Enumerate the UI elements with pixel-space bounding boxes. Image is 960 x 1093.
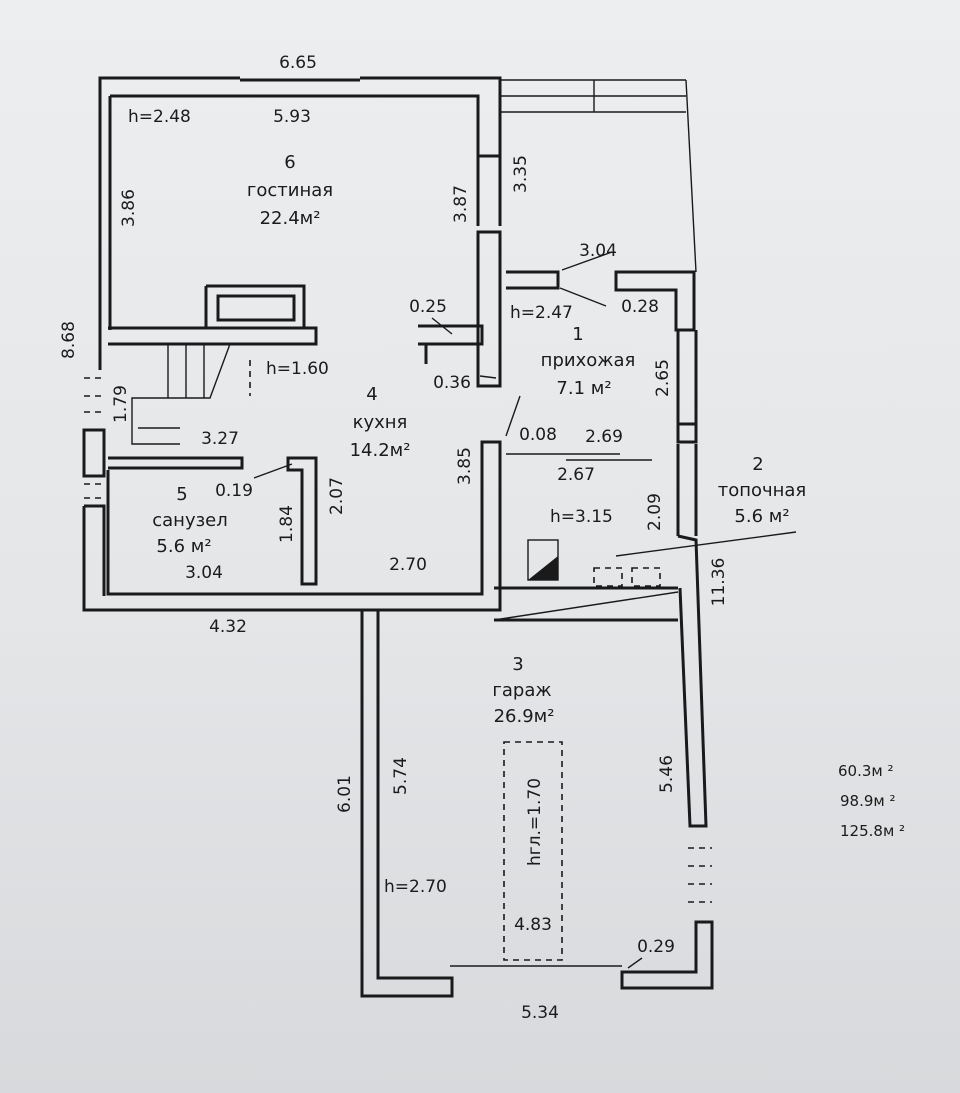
boiler-name: топочная [718, 480, 807, 501]
window-dash-right [688, 847, 712, 903]
dim-029: 0.29 [637, 937, 675, 957]
bath-walls [108, 456, 318, 586]
inspection-pit [503, 741, 563, 961]
annotation-lines [84, 79, 797, 969]
hall-number: 1 [572, 324, 583, 345]
garage-height: h=2.70 [384, 877, 447, 897]
boiler-height: h=3.15 [550, 507, 613, 527]
dim-total-right: 11.36 [709, 558, 729, 607]
dim-025: 0.25 [409, 297, 447, 317]
dim-living-right: 3.87 [451, 185, 471, 223]
dim-hall-right: 2.65 [653, 359, 673, 397]
dim-019: 0.19 [215, 481, 253, 501]
kitchen-area: 14.2м² [350, 440, 411, 461]
fireplace [204, 284, 306, 328]
total-1: 60.3м ² [838, 762, 894, 780]
garage-pit-depth: hгл.=1.70 [525, 778, 545, 866]
dim-bath-h: 1.84 [277, 505, 297, 543]
west-wall-lower [82, 428, 502, 612]
walls [82, 76, 714, 998]
boiler-area: 5.6 м² [734, 506, 789, 527]
dim-bottom-left: 4.32 [209, 617, 247, 637]
dim-kitchen-w: 2.70 [389, 555, 427, 575]
dim-hall-w2: 2.67 [557, 465, 595, 485]
stair-lines [131, 343, 231, 445]
dim-hall-w1: 2.69 [585, 427, 623, 447]
garage-name: гараж [492, 680, 551, 701]
garage-walls [360, 610, 714, 998]
living-walls [98, 76, 502, 370]
dim-385: 3.85 [455, 447, 475, 485]
dim-stair: 1.79 [111, 385, 131, 423]
dim-028: 0.28 [621, 297, 659, 317]
boiler-fill [528, 556, 558, 580]
boiler-walls [494, 534, 708, 828]
room-labels: 6 гостиная 22.4м² h=2.48 1 прихожая 7.1 … [128, 107, 806, 935]
kitchen-number: 4 [366, 384, 377, 405]
dim-garage-w: 5.34 [521, 1003, 559, 1023]
dim-garage-right: 5.46 [657, 755, 677, 793]
total-3: 125.8м ² [840, 822, 905, 840]
dim-left-living: 3.86 [119, 189, 139, 227]
living-area: 22.4м² [260, 208, 321, 229]
bath-name: санузел [152, 510, 228, 531]
window-dash-left [84, 377, 104, 499]
meter-1 [593, 567, 623, 587]
dim-kitchen-h: 2.07 [327, 477, 347, 515]
dim-top-outer: 6.65 [279, 53, 317, 73]
kitchen-height: h=1.60 [266, 359, 329, 379]
bath-area: 5.6 м² [156, 536, 211, 557]
dim-036: 0.36 [433, 373, 471, 393]
dim-327: 3.27 [201, 429, 239, 449]
total-2: 98.9м ² [840, 792, 896, 810]
dim-total-left: 8.68 [59, 321, 79, 359]
dim-garage-outer: 6.01 [335, 775, 355, 813]
garage-number: 3 [512, 654, 523, 675]
garage-pit-length: 4.83 [514, 915, 552, 935]
hall-walls [506, 270, 696, 332]
area-totals: 60.3м ² 98.9м ² 125.8м ² [838, 762, 905, 840]
dim-boiler-h: 2.09 [645, 493, 665, 531]
boiler-number: 2 [752, 454, 763, 475]
living-east-wall [476, 156, 502, 388]
canopy-lines [500, 79, 697, 273]
garage-area: 26.9м² [494, 706, 555, 727]
living-name: гостиная [247, 180, 333, 201]
living-height: h=2.48 [128, 107, 191, 127]
dim-top-inner: 5.93 [273, 107, 311, 127]
kitchen-divider [108, 326, 318, 346]
hall-area: 7.1 м² [556, 378, 611, 399]
dim-right-top: 3.35 [511, 155, 531, 193]
living-number: 6 [284, 152, 295, 173]
dim-garage-inner: 5.74 [391, 757, 411, 795]
east-wall [676, 330, 698, 536]
leader-lines [253, 251, 797, 969]
dimension-labels: 6.65 5.93 3.86 3.87 3.35 3.04 0.28 0.25 … [59, 53, 729, 1023]
hall-height: h=2.47 [510, 303, 573, 323]
dim-bath-w: 3.04 [185, 563, 223, 583]
hall-name: прихожая [541, 350, 636, 371]
meter-2 [631, 567, 661, 587]
kitchen-name: кухня [353, 412, 408, 433]
dim-008: 0.08 [519, 425, 557, 445]
dim-hall-top: 3.04 [579, 241, 617, 261]
hall-partition [418, 324, 484, 364]
bath-number: 5 [176, 484, 187, 505]
